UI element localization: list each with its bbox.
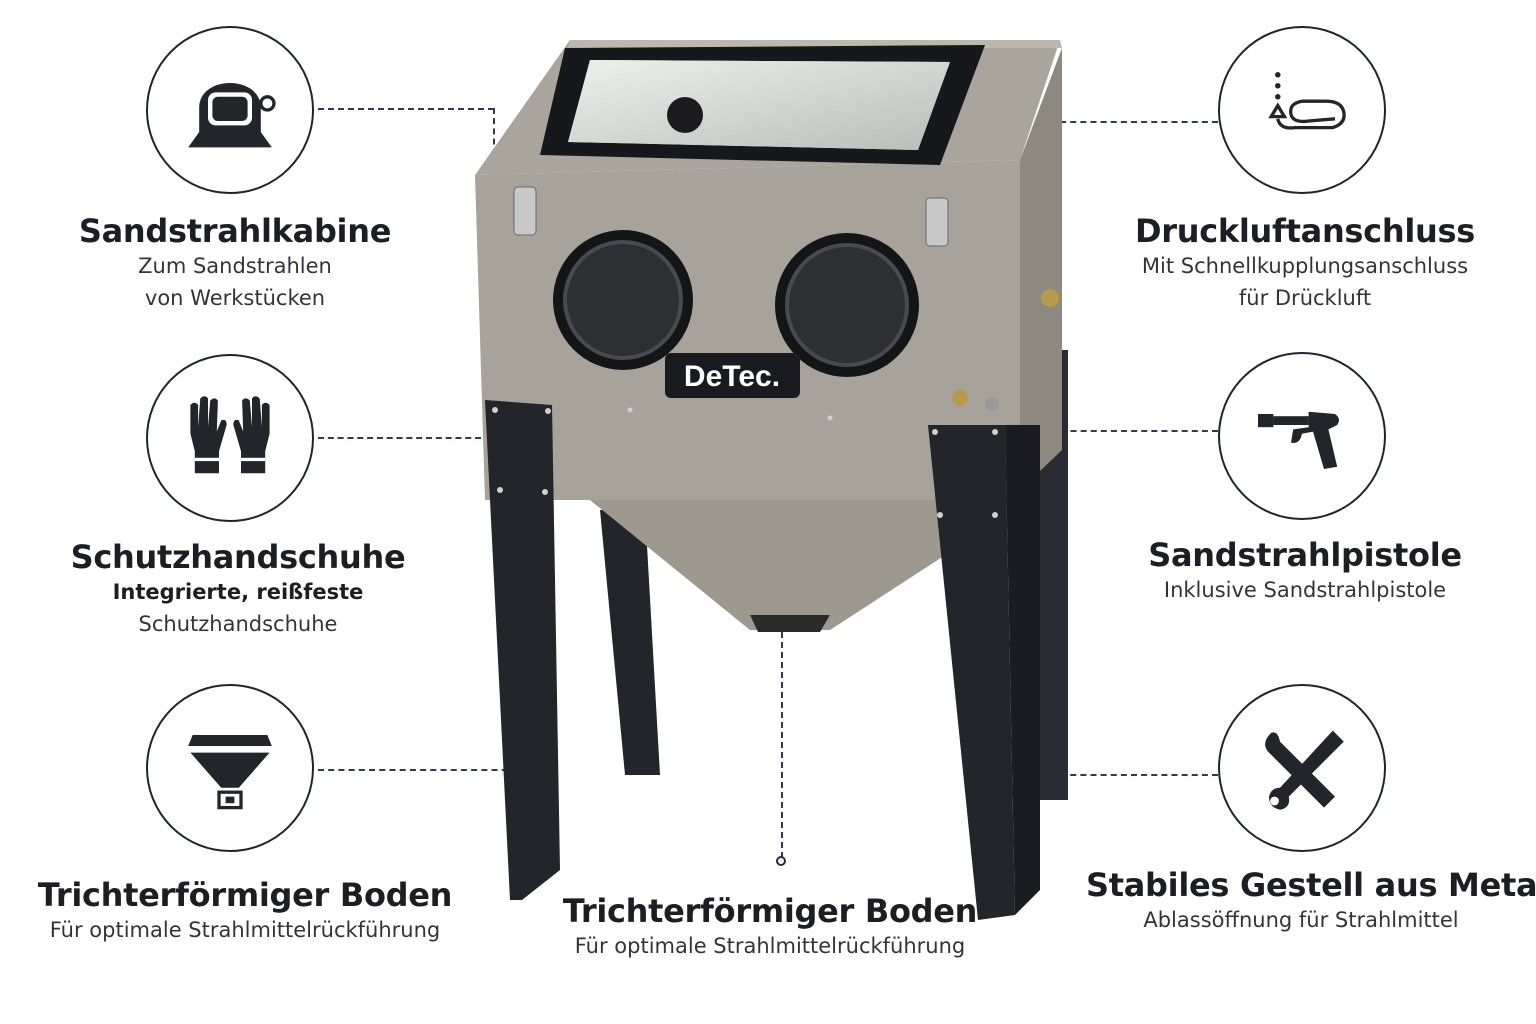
feature-hopper-left-line-1: Für optimale Strahlmittelrückführung — [49, 918, 441, 942]
feature-air-title: Druckluftanschluss — [1135, 212, 1475, 250]
leader-gloves — [318, 437, 540, 439]
leader-dot-hopper-center — [776, 856, 786, 866]
feature-hopper-center-line-1: Für optimale Strahlmittelrückführung — [574, 934, 966, 958]
feature-cabin: Sandstrahlkabine Zum Sandstrahlen von We… — [60, 212, 410, 314]
leader-cabin — [318, 108, 494, 110]
tools-icon — [1265, 730, 1344, 810]
feature-frame-line-1: Ablassöffnung für Strahlmittel — [1143, 908, 1459, 932]
feature-frame-title: Stabiles Gestell aus Metall — [1086, 866, 1536, 904]
hopper-icon-circle — [146, 684, 314, 852]
feature-air-line-1: Mit Schnellkupplungsanschluss — [1141, 254, 1469, 278]
spray-gun-icon-circle — [1218, 352, 1386, 520]
hopper-icon — [188, 735, 272, 810]
leader-hopper-left — [318, 769, 518, 771]
feature-air: Druckluftanschluss Mit Schnellkupplungsa… — [1120, 212, 1490, 314]
feature-gloves-line-2: Schutzhandschuhe — [138, 612, 338, 636]
feature-frame: Stabiles Gestell aus Metall Ablassöffnun… — [1086, 866, 1536, 936]
feature-cabin-line-1: Zum Sandstrahlen — [138, 254, 332, 278]
gloves-icon-circle — [146, 354, 314, 522]
leader-frame — [1050, 774, 1218, 776]
leader-air — [1050, 121, 1218, 123]
helmet-icon — [188, 83, 276, 148]
air-hose-icon — [1268, 72, 1346, 130]
tools-icon-circle — [1218, 684, 1386, 852]
feature-gloves-title: Schutzhandschuhe — [70, 538, 406, 576]
feature-gloves: Schutzhandschuhe Integrierte, reißfeste … — [40, 538, 436, 640]
feature-cabin-line-2: von Werkstücken — [144, 286, 326, 310]
sandblast-cabinet-illustration: DeTec. — [475, 40, 1068, 920]
feature-hopper-center-title: Trichterförmiger Boden — [562, 892, 978, 930]
feature-hopper-center: Trichterförmiger Boden Für optimale Stra… — [540, 892, 1000, 962]
air-hose-icon-circle — [1218, 26, 1386, 194]
feature-gun: Sandstrahlpistole Inklusive Sandstrahlpi… — [1120, 536, 1490, 606]
helmet-icon-circle — [146, 26, 314, 194]
feature-gun-title: Sandstrahlpistole — [1148, 536, 1462, 574]
feature-gun-line-1: Inklusive Sandstrahlpistole — [1163, 578, 1447, 602]
leader-gun — [1020, 430, 1218, 432]
brand-logo: DeTec. — [684, 360, 780, 393]
feature-hopper-left: Trichterförmiger Boden Für optimale Stra… — [20, 876, 470, 946]
feature-gloves-line-1: Integrierte, reißfeste — [112, 580, 364, 604]
feature-cabin-title: Sandstrahlkabine — [78, 212, 392, 250]
feature-hopper-left-title: Trichterförmiger Boden — [37, 876, 453, 914]
leader-hopper-center — [781, 632, 783, 858]
spray-gun-icon — [1258, 411, 1339, 469]
gloves-icon — [190, 396, 270, 474]
feature-air-line-2: für Drückluft — [1238, 286, 1372, 310]
